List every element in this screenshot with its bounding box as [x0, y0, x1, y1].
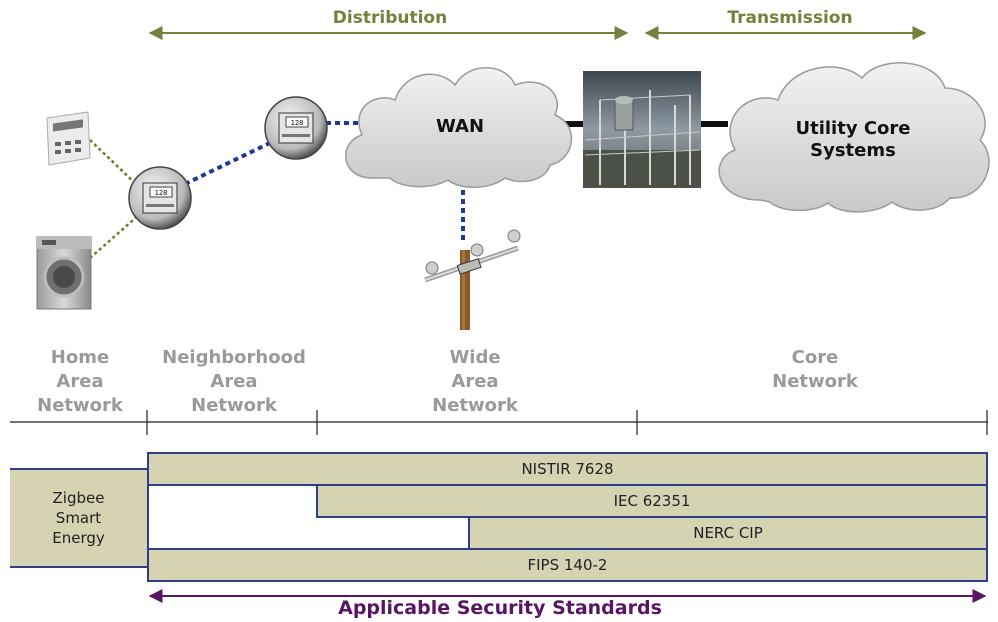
- applicable-standards-label: Applicable Security Standards: [338, 597, 662, 619]
- transmission-label: Transmission: [727, 8, 853, 28]
- standard-label-zigbee: Zigbee Smart Energy: [52, 489, 105, 547]
- substation-image: [583, 71, 701, 188]
- standard-bar-fips: FIPS 140-2: [147, 548, 988, 582]
- wide-area-network-label: Wide Area Network: [432, 347, 518, 416]
- svg-text:128: 128: [155, 189, 168, 197]
- standards-left-border: [147, 484, 149, 550]
- svg-text:128: 128: [291, 119, 304, 127]
- washer-link: [89, 213, 141, 259]
- standard-bar-nistir: NISTIR 7628: [147, 452, 988, 486]
- standard-label-nerc: NERC CIP: [693, 524, 763, 542]
- utility-pole: [424, 229, 521, 330]
- standard-bar-nerc: NERC CIP: [468, 516, 988, 550]
- standard-bar-zigbee: Zigbee Smart Energy: [10, 468, 149, 568]
- thermostat-device: [46, 111, 91, 166]
- home-area-network-label: Home Area Network: [37, 347, 123, 416]
- meter-to-meter-link: [184, 138, 277, 186]
- smart-meter-neighborhood: 128: [264, 96, 328, 160]
- wan-cloud: [345, 67, 572, 188]
- standard-label-iec: IEC 62351: [613, 492, 691, 510]
- core-cloud: [718, 62, 990, 213]
- smart-meter-home: 128: [128, 166, 192, 230]
- zone-axis: [10, 410, 988, 435]
- neighborhood-area-network-label: Neighborhood Area Network: [162, 347, 306, 416]
- standard-label-nistir: NISTIR 7628: [521, 460, 614, 478]
- distribution-label: Distribution: [332, 8, 448, 28]
- thermostat-link: [89, 139, 141, 189]
- core-network-label: Core Network: [772, 347, 858, 392]
- standard-bar-iec: IEC 62351: [316, 484, 988, 518]
- wan-label: WAN: [435, 116, 485, 137]
- core-systems-label: Utility Core Systems: [795, 118, 911, 161]
- standard-label-fips: FIPS 140-2: [527, 556, 608, 574]
- washing-machine: [36, 236, 92, 310]
